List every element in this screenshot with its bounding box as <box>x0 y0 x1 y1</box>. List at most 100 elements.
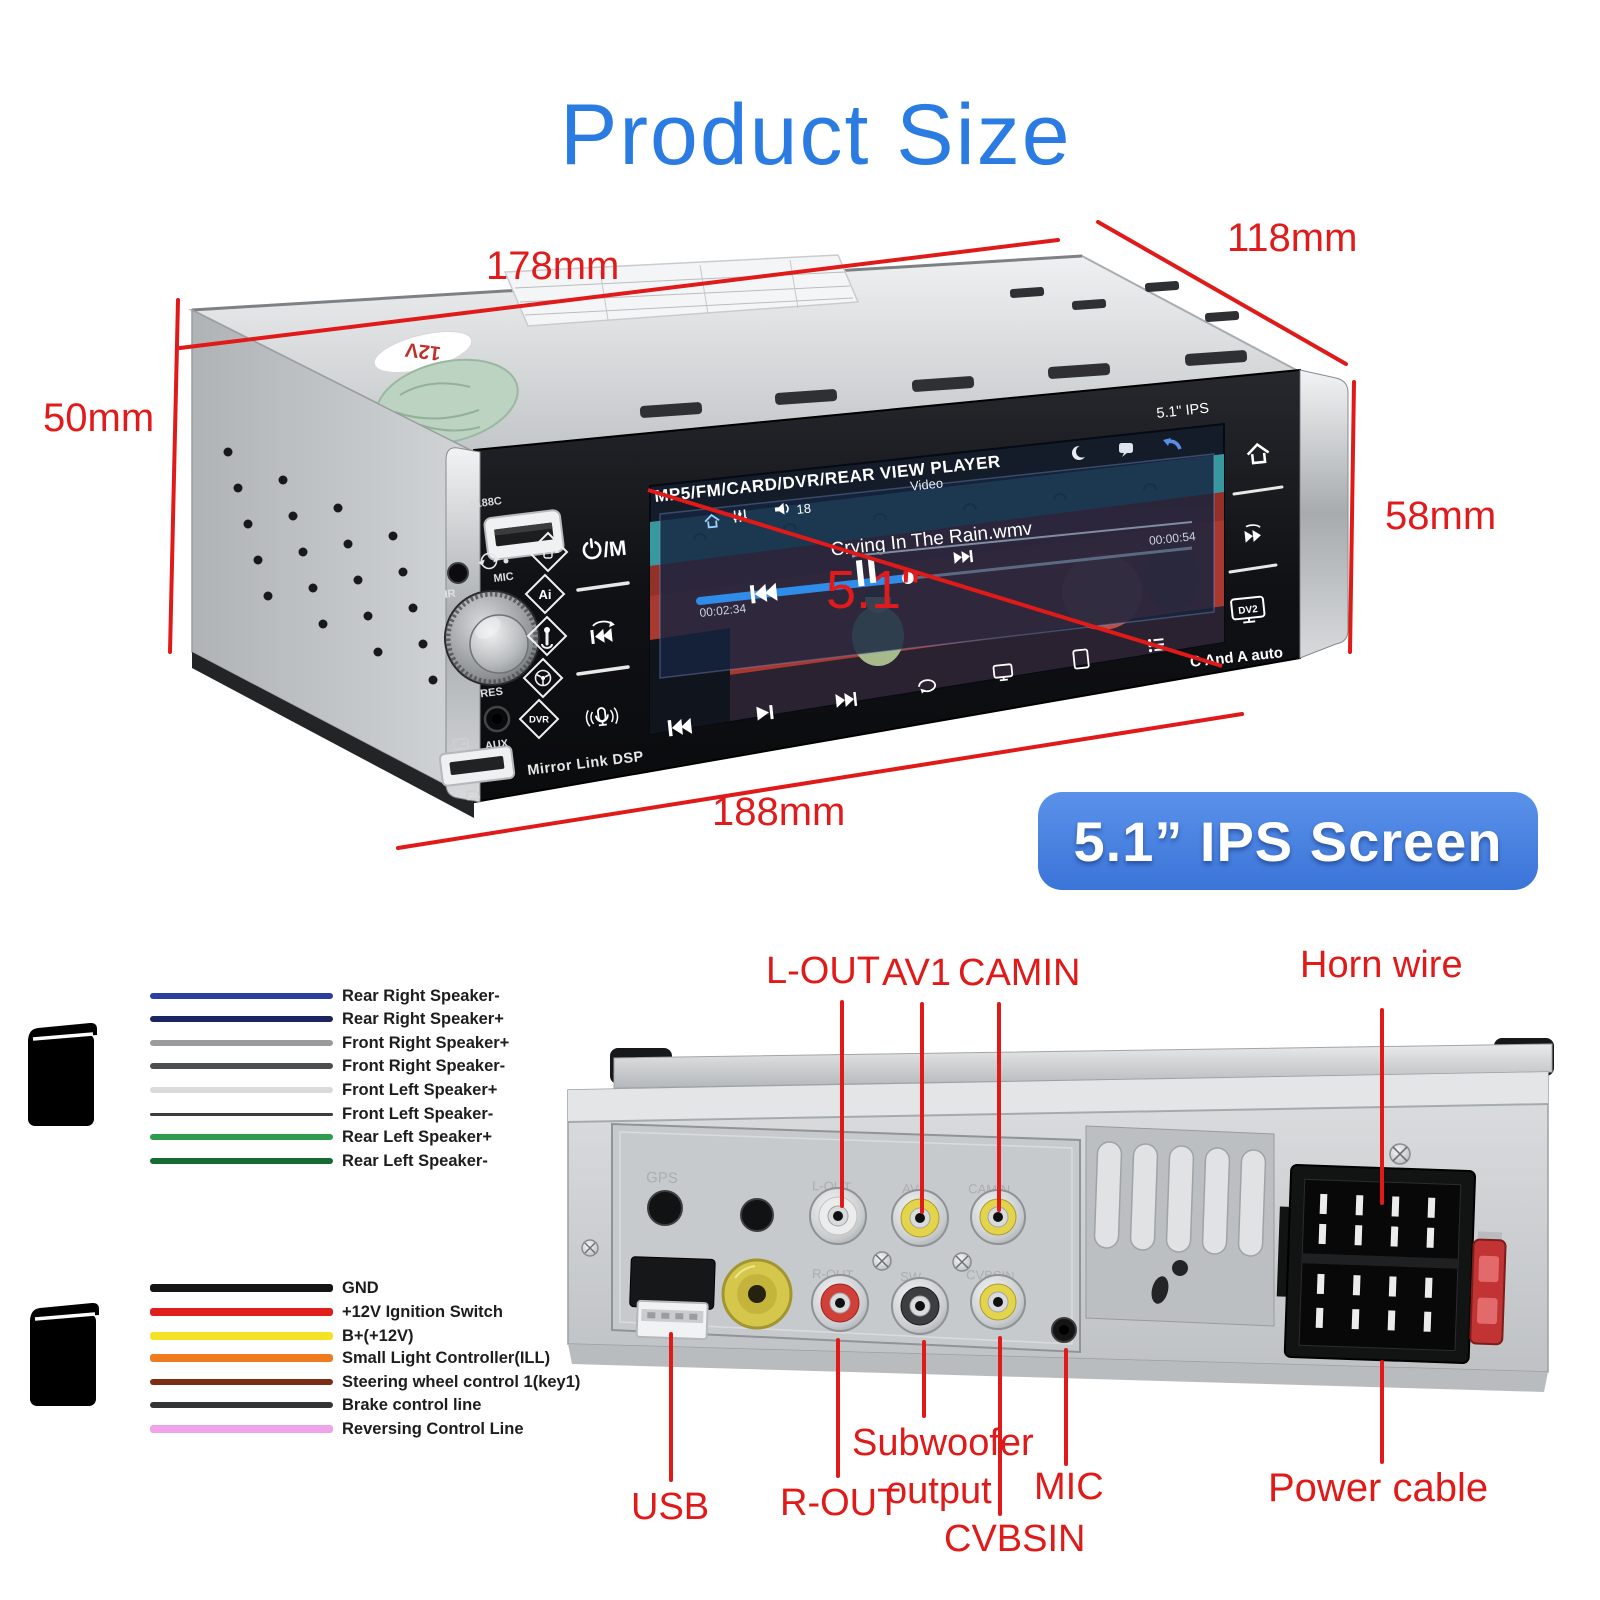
wire-color-line <box>150 993 333 999</box>
power-icon <box>582 538 602 560</box>
svg-text:DVR: DVR <box>529 715 549 726</box>
radio-antenna-jack <box>721 1258 793 1330</box>
wire-label: Front Left Speaker- <box>342 1104 494 1123</box>
rca-r-out <box>811 1274 869 1332</box>
wire-row: Front Left Speaker+ <box>150 1079 497 1101</box>
rear-bottom-lip <box>568 1344 1548 1392</box>
dim-back-width: 178mm <box>486 244 620 288</box>
sd-card-icon <box>465 790 481 801</box>
rear-unit: GPS L-OUT AV1 CAMIN R-OUT SW CVBSIN <box>567 1000 1554 1516</box>
wire-row: Front Left Speaker- <box>150 1103 493 1125</box>
model-label: 5188C <box>469 495 503 511</box>
wire-color-line <box>150 1040 333 1046</box>
front-controls: 5188C IR MIC RES A <box>438 495 645 801</box>
wire-label: Front Left Speaker+ <box>342 1080 498 1099</box>
wire-label: Brake control line <box>342 1395 482 1414</box>
rca-subwoofer <box>891 1277 949 1335</box>
wire-row: +12V Ignition Switch <box>150 1301 503 1323</box>
divider <box>1232 485 1284 496</box>
wire-color-line <box>150 1332 333 1340</box>
dim-right-height: 58mm <box>1385 494 1497 538</box>
wire-label: Rear Right Speaker+ <box>342 1009 504 1028</box>
dim-line-58 <box>1348 380 1356 654</box>
usb-port-bottom <box>438 745 516 787</box>
wire-label: Small Light Controller(ILL) <box>342 1348 551 1367</box>
repeat-icon <box>918 679 936 694</box>
dimension-lines <box>168 220 1356 850</box>
moon-icon <box>1072 445 1088 460</box>
wire-color-line <box>150 1016 333 1022</box>
dv2-button-icon: DV2 <box>1230 595 1266 624</box>
next-track-icon <box>835 691 858 708</box>
sticker-12v: 12V <box>373 331 473 373</box>
speaker-connector-block-icon <box>28 1022 97 1126</box>
screen-diagonal-line <box>647 488 1223 668</box>
screen-spec-label: 5.1" IPS <box>1156 401 1210 422</box>
wire-row: Rear Right Speaker+ <box>150 1008 504 1030</box>
wire-color-line <box>150 1402 333 1408</box>
gps-jack <box>647 1190 683 1226</box>
res-label: RES <box>480 686 504 701</box>
dim-line-50 <box>168 298 180 654</box>
prev-icon <box>749 582 778 604</box>
wire-color-line <box>150 1379 333 1385</box>
callout-horn-wire: Horn wire <box>1300 944 1463 986</box>
wire-row: Rear Left Speaker- <box>150 1150 488 1172</box>
ir-sensor <box>447 562 469 584</box>
wire-label: Rear Left Speaker+ <box>342 1127 492 1146</box>
progress-thumb <box>902 572 914 584</box>
iso-power-connector <box>1276 1164 1477 1364</box>
heatsink <box>1085 1125 1275 1327</box>
voice-icon <box>585 707 619 727</box>
steering-wheel-icon <box>522 657 564 699</box>
wire-row: B+(+12V) <box>150 1325 414 1347</box>
svg-text:DV2: DV2 <box>1238 604 1259 617</box>
wire-row: Small Light Controller(ILL) <box>150 1347 550 1369</box>
band-seek-icon <box>590 620 615 645</box>
svg-text:GPS: GPS <box>646 1169 678 1187</box>
home-button-icon <box>1246 442 1270 465</box>
seek-button-icon <box>1244 524 1261 543</box>
ai-icon: Ai <box>524 573 566 615</box>
wire-color-line <box>150 1134 333 1140</box>
dim-depth: 118mm <box>1227 216 1358 260</box>
callout-power-cable: Power cable <box>1268 1466 1489 1510</box>
right-end-cap <box>1299 369 1349 659</box>
callout-subwoofer-line1: Subwoofer <box>852 1422 1034 1464</box>
feature-diamonds: Ai DVR <box>518 531 569 740</box>
wire-color-line <box>150 1112 333 1116</box>
svg-text:/M: /M <box>602 537 628 562</box>
screen-size-badge-label: 5.1” IPS Screen <box>1073 809 1503 873</box>
wire-label: GND <box>342 1278 379 1297</box>
wire-row: Reversing Control Line <box>150 1418 524 1440</box>
callout-av1: AV1 <box>882 952 952 994</box>
svg-text:Ai: Ai <box>539 587 552 602</box>
divider <box>576 665 630 676</box>
wire-color-line <box>150 1425 333 1433</box>
prev-track-icon <box>667 717 693 737</box>
spec-sticker <box>503 254 860 327</box>
callout-subwoofer-line2: output <box>886 1470 992 1512</box>
wire-label: Front Right Speaker- <box>342 1056 506 1075</box>
dim-front-width: 188mm <box>712 790 846 834</box>
divider <box>576 581 630 592</box>
rca-av1 <box>891 1189 949 1247</box>
source-label: Video <box>909 475 943 493</box>
aux-in-jack <box>740 1198 774 1232</box>
back-icon <box>1163 438 1182 450</box>
wire-row: Front Right Speaker- <box>150 1055 505 1077</box>
wire-color-line <box>150 1063 333 1069</box>
wire-label: Rear Right Speaker- <box>342 986 500 1005</box>
connector-pins <box>1315 1193 1436 1332</box>
dim-line-118 <box>1096 220 1348 366</box>
wire-color-line <box>150 1284 333 1292</box>
chat-icon <box>1119 443 1133 457</box>
rear-usb-port <box>629 1256 716 1341</box>
tablet-icon <box>1072 648 1090 670</box>
wire-row: Rear Left Speaker+ <box>150 1126 492 1148</box>
volume-knob <box>444 590 540 686</box>
rca-camin <box>970 1189 1026 1245</box>
wire-row: Front Right Speaker+ <box>150 1032 509 1054</box>
wire-row: Steering wheel control 1(key1) <box>150 1371 580 1393</box>
